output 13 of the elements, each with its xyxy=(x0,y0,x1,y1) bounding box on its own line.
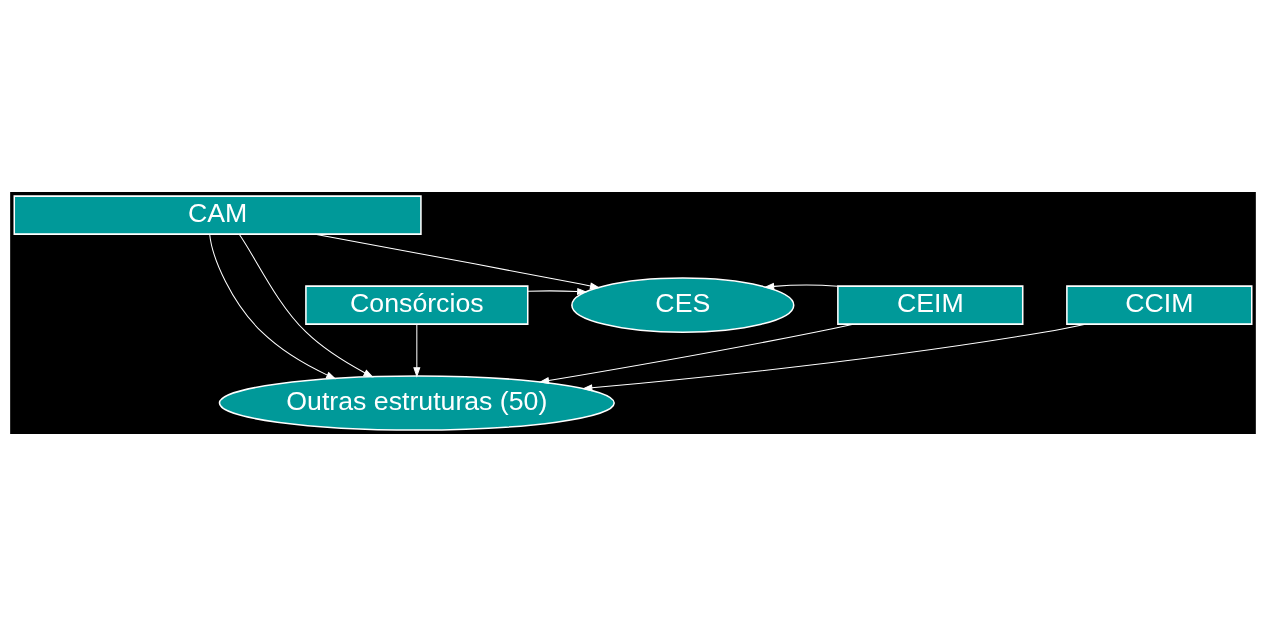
arrow xyxy=(209,233,337,379)
arrow xyxy=(582,323,1086,391)
node-ellipse: CES xyxy=(571,276,795,333)
node-box: Consórcios xyxy=(305,284,529,325)
arrow xyxy=(763,282,839,290)
node-box: CEIM xyxy=(837,284,1024,325)
arrow xyxy=(413,323,421,378)
arrow xyxy=(314,233,601,289)
arrow xyxy=(238,233,374,378)
arrow xyxy=(527,287,588,295)
arrow xyxy=(538,323,854,384)
node-box: CAM xyxy=(13,194,422,235)
node-box: CCIM xyxy=(1066,284,1253,325)
